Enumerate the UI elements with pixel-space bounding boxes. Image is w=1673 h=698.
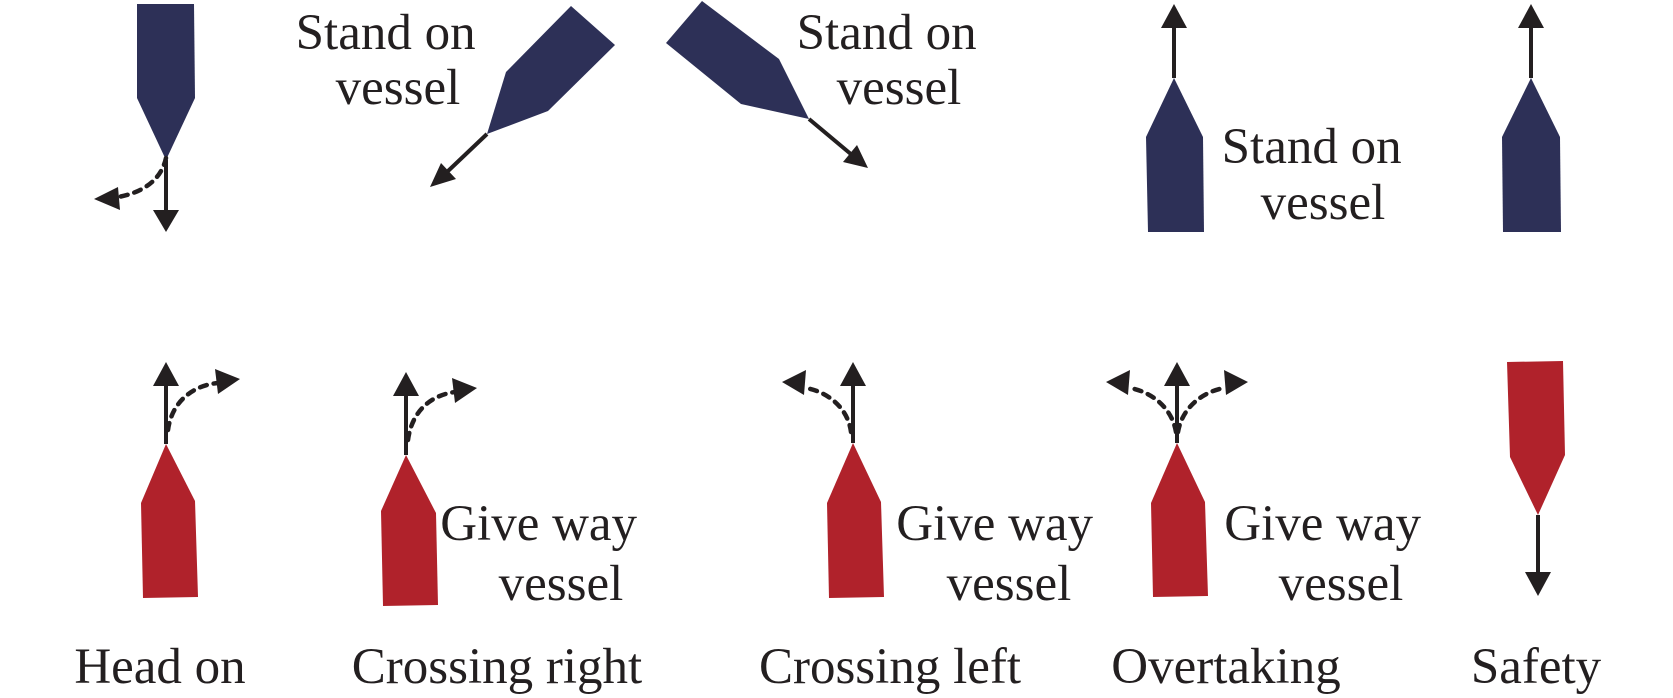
alternative-course-left xyxy=(803,385,854,435)
arrowhead-icon xyxy=(1106,370,1130,395)
scenario-label: Safety xyxy=(1471,639,1602,695)
arrowhead-icon xyxy=(215,369,240,394)
alternative-course-right xyxy=(405,389,458,443)
arrowhead-icon xyxy=(153,210,179,232)
give-way-vessel xyxy=(827,443,884,598)
stand-on-vessel xyxy=(666,1,809,119)
alternative-course-left xyxy=(109,155,169,201)
arrowhead-icon xyxy=(1525,572,1551,596)
give-way-vessel xyxy=(141,444,198,598)
scenario-label: Head on xyxy=(74,639,245,695)
arrowhead-icon xyxy=(1161,4,1187,28)
scenario-overtaking: Stand on vessel Give way vessel Overtaki… xyxy=(1106,4,1434,695)
scenario-crossing-right: Stand on vessel Give way vessel Crossing… xyxy=(296,5,650,695)
scenario-label: Crossing left xyxy=(759,639,1021,695)
course-arrow xyxy=(807,117,854,157)
arrowhead-icon xyxy=(840,362,866,386)
stand-on-label: Stand on vessel xyxy=(797,5,990,116)
arrowhead-icon xyxy=(1224,370,1248,395)
arrowhead-icon xyxy=(782,370,806,395)
arrowhead-icon xyxy=(843,145,868,168)
arrowhead-icon xyxy=(393,372,419,396)
alternative-course-right xyxy=(1175,385,1227,435)
stand-on-label: Stand on vessel xyxy=(1222,119,1415,231)
scenario-head-on: Head on xyxy=(74,4,246,695)
arrowhead-icon xyxy=(452,378,477,403)
alternative-course-right xyxy=(165,380,221,433)
course-arrow xyxy=(445,132,489,174)
stand-on-vessel xyxy=(1146,78,1204,232)
give-way-label: Give way vessel xyxy=(440,496,650,612)
scenario-label: Overtaking xyxy=(1111,639,1340,695)
stand-on-vessel xyxy=(1502,78,1561,232)
arrowhead-icon xyxy=(153,362,179,386)
give-way-vessel xyxy=(1507,361,1565,515)
stand-on-label: Stand on vessel xyxy=(296,5,489,116)
give-way-vessel xyxy=(1151,443,1208,597)
scenario-label: Crossing right xyxy=(352,639,642,695)
give-way-vessel xyxy=(381,455,438,606)
stand-on-vessel xyxy=(137,4,195,160)
give-way-label: Give way vessel xyxy=(1224,496,1434,612)
arrowhead-icon xyxy=(430,163,456,187)
alternative-course-left xyxy=(1127,385,1179,435)
arrowhead-icon xyxy=(94,187,120,210)
stand-on-vessel xyxy=(487,6,615,134)
scenario-safety: Safety xyxy=(1471,4,1602,695)
arrowhead-icon xyxy=(1164,362,1190,386)
scenario-crossing-left: Stand on vessel Give way vessel Crossing… xyxy=(666,1,1106,695)
give-way-label: Give way vessel xyxy=(896,496,1106,612)
arrowhead-icon xyxy=(1518,4,1544,28)
